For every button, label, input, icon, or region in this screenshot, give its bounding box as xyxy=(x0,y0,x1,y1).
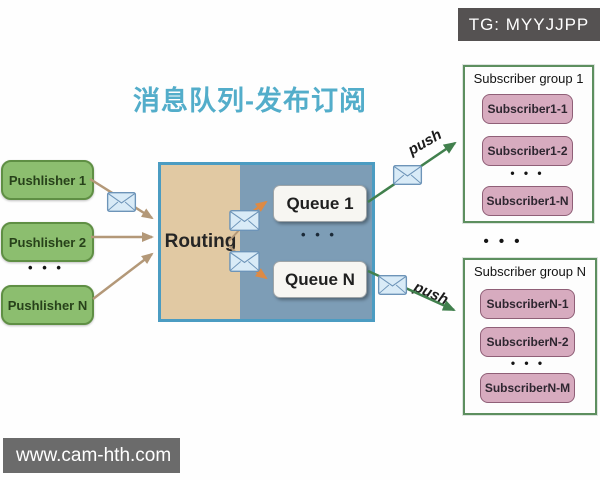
queue-1-label: Queue 1 xyxy=(286,193,354,213)
publisher-2-box: Pushlisher 2 xyxy=(1,222,94,262)
queue-n-box: Queue N xyxy=(273,261,367,298)
subscriber-n-1-box: SubscriberN-1 xyxy=(480,289,575,319)
subscriber-n-m-label: SubscriberN-M xyxy=(484,381,571,395)
subscriber-n-1-label: SubscriberN-1 xyxy=(486,297,569,311)
arrow-publishern-to-routing xyxy=(92,252,154,300)
broker-container: Routing Queue 1 • • • Queue N xyxy=(158,162,375,322)
publisher-2-label: Pushlisher 2 xyxy=(8,234,87,250)
queue-n-label: Queue N xyxy=(285,269,355,289)
queue-1-box: Queue 1 xyxy=(273,185,367,222)
envelope-icon xyxy=(392,165,423,185)
subscriber-1-2-label: Subscriber1-2 xyxy=(487,144,568,158)
tg-badge: TG: MYYJJPP xyxy=(458,8,600,41)
subscriber-group-n: Subscriber group N SubscriberN-1 Subscri… xyxy=(463,258,597,415)
subscriber-n-2-label: SubscriberN-2 xyxy=(486,335,569,349)
subscriber-n-2-box: SubscriberN-2 xyxy=(480,327,575,357)
push-label-bottom: push xyxy=(411,278,451,309)
publisher-1-label: Pushlisher 1 xyxy=(8,172,87,188)
publisher-1-box: Pushlisher 1 xyxy=(1,160,94,200)
page-title: 消息队列-发布订阅 xyxy=(133,86,367,116)
watermark-text: www.cam-hth.com xyxy=(16,444,172,466)
publisher-n-label: Pushlisher N xyxy=(7,297,88,313)
groups-ellipsis: • • • xyxy=(483,233,523,250)
subscriber-1-n-label: Subscriber1-N xyxy=(486,194,569,208)
subscriber-1-1-box: Subscriber1-1 xyxy=(482,94,573,124)
subscriber-group-n-ellipsis: • • • xyxy=(510,356,546,370)
arrow-publisher1-to-routing xyxy=(89,177,154,220)
queues-ellipsis: • • • xyxy=(301,227,337,242)
subscriber-1-n-box: Subscriber1-N xyxy=(482,186,573,216)
subscriber-group-1-title: Subscriber group 1 xyxy=(473,71,584,86)
publishers-ellipsis: • • • xyxy=(28,260,64,275)
publisher-n-box: Pushlisher N xyxy=(1,285,94,325)
envelope-icon xyxy=(377,275,408,295)
push-label-top: push xyxy=(405,126,445,159)
watermark-bar: www.cam-hth.com xyxy=(3,438,180,473)
subscriber-n-m-box: SubscriberN-M xyxy=(480,373,575,403)
subscriber-group-1: Subscriber group 1 Subscriber1-1 Subscri… xyxy=(463,65,594,223)
routing-label: Routing xyxy=(164,231,237,252)
subscriber-group-1-ellipsis: • • • xyxy=(510,166,545,180)
routing-panel: Routing xyxy=(161,165,240,319)
subscriber-group-n-title: Subscriber group N xyxy=(474,264,586,279)
subscriber-1-1-label: Subscriber1-1 xyxy=(487,102,568,116)
envelope-icon xyxy=(106,192,137,212)
subscriber-1-2-box: Subscriber1-2 xyxy=(482,136,573,166)
